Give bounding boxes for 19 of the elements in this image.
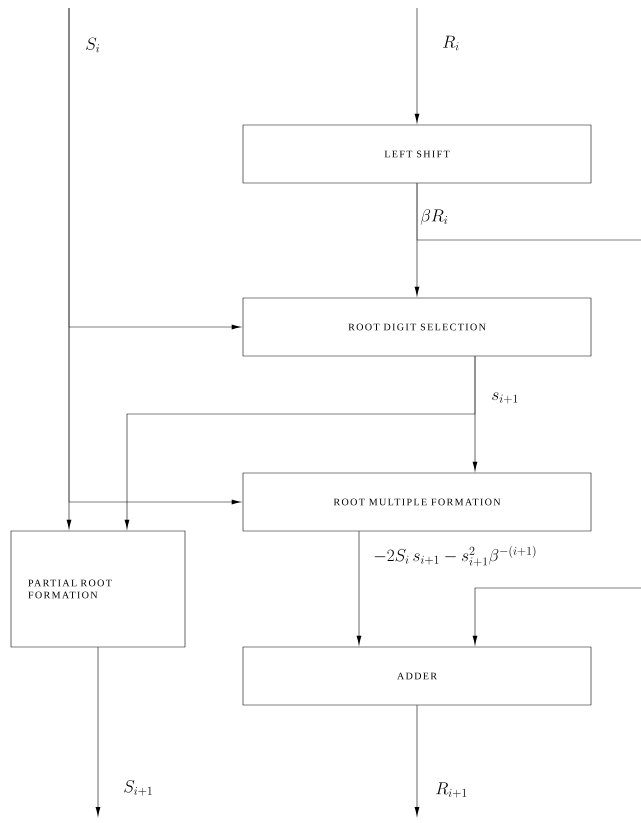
edge-label: $S_i$ (84, 36, 102, 54)
process-box: LEFT SHIFT (242, 124, 592, 184)
edge-label: $-2S_i\,s_{i+1} - s_{i+1}^2\beta^{-(i+1)}$ (372, 544, 538, 568)
arrow (356, 531, 362, 645)
process-box: ADDER (242, 646, 592, 706)
arrow (124, 356, 476, 529)
edge-label: $\beta R_i$ (419, 208, 450, 226)
process-box: PARTIAL ROOT FORMATION (10, 530, 186, 648)
process-box: ROOT DIGIT SELECTION (242, 298, 592, 356)
arrow (68, 8, 241, 504)
arrow (414, 8, 420, 123)
edge-label: $S_{i+1}$ (122, 779, 154, 797)
edge-label: $s_{i+1}$ (490, 392, 520, 404)
arrow (472, 588, 641, 645)
arrow (414, 705, 420, 816)
edge-label: $R_i$ (441, 34, 461, 52)
edge-label: $R_{i+1}$ (434, 781, 469, 799)
process-box: ROOT MULTIPLE FORMATION (242, 472, 592, 532)
arrow (96, 647, 100, 816)
